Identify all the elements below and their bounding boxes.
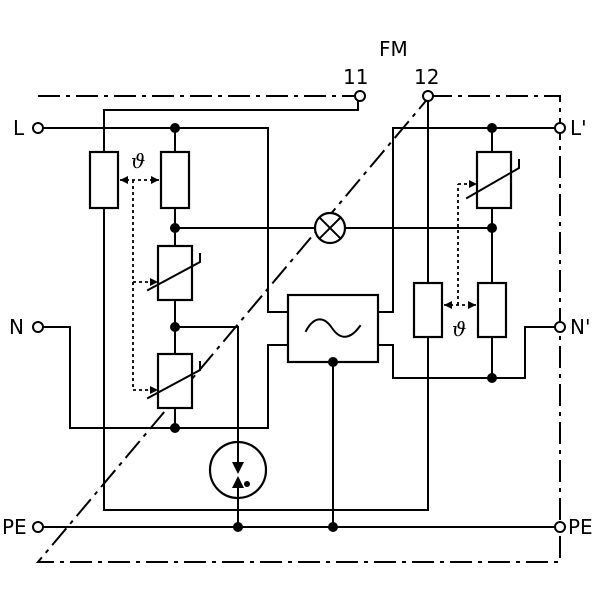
terminal-PE-right bbox=[554, 521, 566, 533]
terminal-N-label: N bbox=[9, 315, 24, 339]
thermal-fuse-left-inner bbox=[159, 150, 191, 210]
varistor-left-lower bbox=[146, 352, 201, 410]
terminal-PE-right-label: PE bbox=[568, 515, 593, 539]
junction-nodes bbox=[170, 123, 497, 532]
varistor-left-upper bbox=[146, 244, 201, 302]
thermal-fuse-left-outer bbox=[88, 150, 120, 210]
gas-discharge-tube-icon bbox=[208, 440, 268, 500]
terminal-12 bbox=[422, 90, 434, 102]
terminal-L-label: L bbox=[13, 116, 25, 140]
monitor-module bbox=[286, 293, 380, 364]
pe-bus bbox=[37, 361, 561, 528]
indicator-lamp-icon bbox=[313, 211, 347, 245]
thermal-fuse-right-inner bbox=[412, 281, 444, 339]
terminal-L bbox=[32, 122, 44, 134]
left-wiring bbox=[37, 97, 429, 511]
varistor-right-upper bbox=[465, 150, 520, 210]
terminal-N-out-label: N' bbox=[570, 315, 590, 339]
thermal-link-right bbox=[444, 180, 477, 309]
contact-12-label: 12 bbox=[414, 65, 439, 89]
thermal-symbol-right: ϑ bbox=[452, 317, 466, 341]
thermal-symbol-left: ϑ bbox=[131, 149, 145, 173]
contact-11-label: 11 bbox=[343, 65, 368, 89]
terminal-11 bbox=[354, 90, 366, 102]
terminals bbox=[32, 90, 566, 533]
terminal-PE-left bbox=[32, 521, 44, 533]
terminal-N-out bbox=[554, 321, 566, 333]
fm-label: FM bbox=[379, 37, 408, 61]
thermal-fuse-right-outer bbox=[476, 281, 508, 339]
terminal-L-out-label: L' bbox=[570, 116, 587, 140]
thermal-link-left bbox=[120, 176, 159, 394]
terminal-N bbox=[32, 321, 44, 333]
terminal-PE-left-label: PE bbox=[2, 515, 27, 539]
terminal-L-out bbox=[554, 122, 566, 134]
